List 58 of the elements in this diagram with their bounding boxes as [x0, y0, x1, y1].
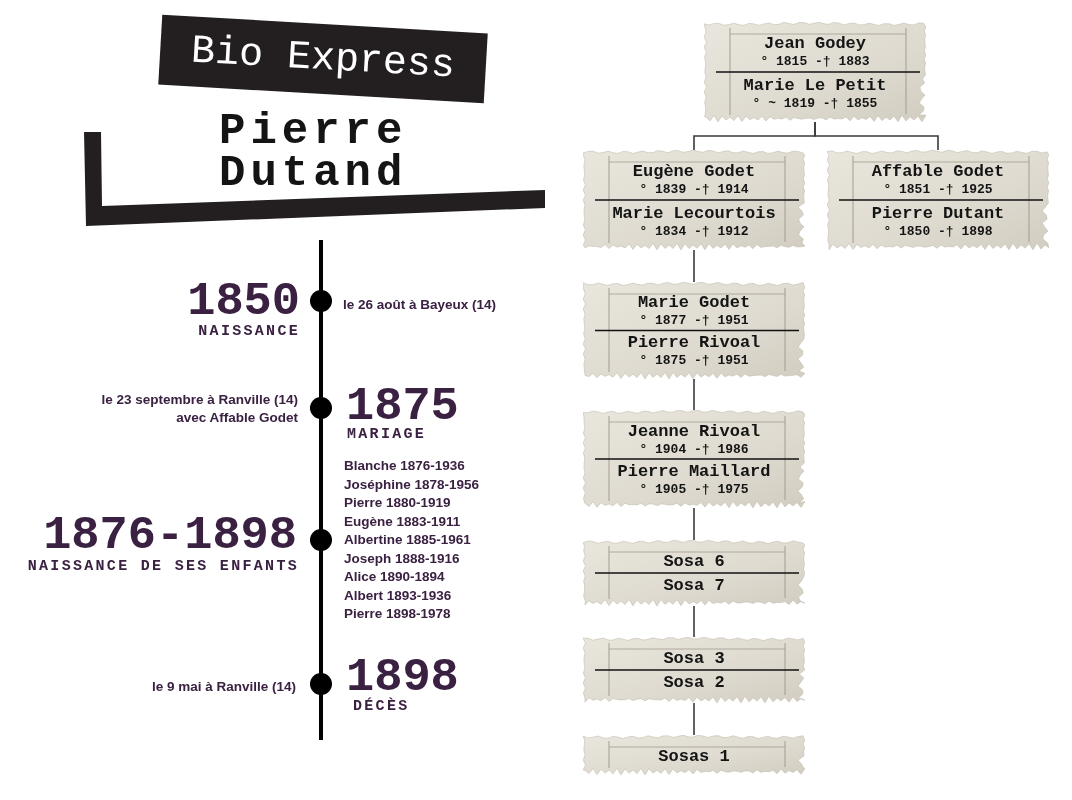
life-dates: ° 1815 -† 1883 [760, 54, 870, 70]
person-name: Marie Le Petit [743, 75, 887, 96]
connector-line [693, 605, 695, 638]
connector-line [693, 249, 695, 283]
event-detail: le 26 août à Bayeux (14) [343, 296, 498, 314]
newspaper-clipping [583, 410, 805, 508]
sosa-number: Sosa 3 [663, 648, 725, 669]
event-label: MARIAGE [347, 427, 427, 442]
newspaper-clipping [583, 540, 805, 606]
child-entry: Joseph 1888-1916 [344, 549, 460, 568]
event-label: NAISSANCE DE SES ENFANTS [27, 559, 299, 574]
year-label: 1876-1898 [43, 512, 297, 559]
newspaper-clipping [583, 282, 805, 379]
event-detail: le 23 septembre à Ranville (14) avec Affable Godet [100, 391, 298, 427]
life-dates: ° 1839 -† 1914 [639, 182, 749, 198]
connector-line [693, 378, 695, 411]
title-banner: Bio Express [158, 14, 488, 104]
person-name: Eugène Godet [632, 162, 756, 182]
sosa-number: Sosas 1 [658, 746, 730, 767]
life-dates: ° 1851 -† 1925 [883, 182, 993, 198]
child-entry: Pierre 1898-1978 [344, 605, 451, 623]
sosa-number: Sosa 2 [663, 673, 725, 693]
name-heading: Pierre Dutand [219, 110, 409, 194]
child-entry: Eugène 1883-1911 [344, 512, 461, 531]
connector-line [693, 507, 695, 541]
newspaper-clipping [583, 150, 805, 250]
person-name: Jean Godey [764, 34, 866, 54]
newspaper-clipping [583, 735, 805, 775]
life-dates: ° 1834 -† 1912 [639, 223, 749, 240]
child-entry: Blanche 1876-1936 [344, 457, 465, 475]
sosa-number: Sosa 7 [663, 576, 725, 596]
person-name: Pierre Maillard [617, 462, 771, 482]
life-dates: ° ~ 1819 -† 1855 [752, 95, 878, 112]
person-name: Jeanne Rivoal [627, 421, 761, 442]
event-detail: le 9 mai à Ranville (14) [150, 678, 296, 696]
life-dates: ° 1850 -† 1898 [883, 223, 993, 240]
person-name: Affable Godet [871, 162, 1005, 182]
child-entry: Alice 1890-1894 [344, 568, 445, 586]
event-label: NAISSANCE [198, 324, 300, 339]
life-dates: ° 1875 -† 1951 [639, 353, 749, 370]
child-entry: Albert 1893-1936 [344, 586, 452, 605]
child-entry: Pierre 1880-1919 [344, 494, 451, 512]
person-name: Marie Lecourtois [612, 203, 776, 224]
person-name: Pierre Dutant [871, 203, 1005, 224]
person-name: Pierre Rivoal [627, 333, 761, 354]
person-name: Marie Godet [637, 293, 751, 314]
life-dates: ° 1877 -† 1951 [639, 313, 749, 330]
connector-line [693, 702, 695, 736]
child-entry: Joséphine 1878-1956 [344, 475, 480, 494]
year-label: 1850 [187, 278, 300, 325]
connector-line [814, 121, 939, 151]
newspaper-clipping [583, 637, 805, 703]
child-entry: Albertine 1885-1961 [344, 531, 471, 549]
newspaper-clipping [704, 22, 926, 122]
newspaper-clipping [827, 150, 1049, 250]
life-dates: ° 1904 -† 1986 [639, 441, 749, 458]
life-dates: ° 1905 -† 1975 [639, 482, 749, 498]
sosa-number: Sosa 6 [663, 551, 725, 572]
